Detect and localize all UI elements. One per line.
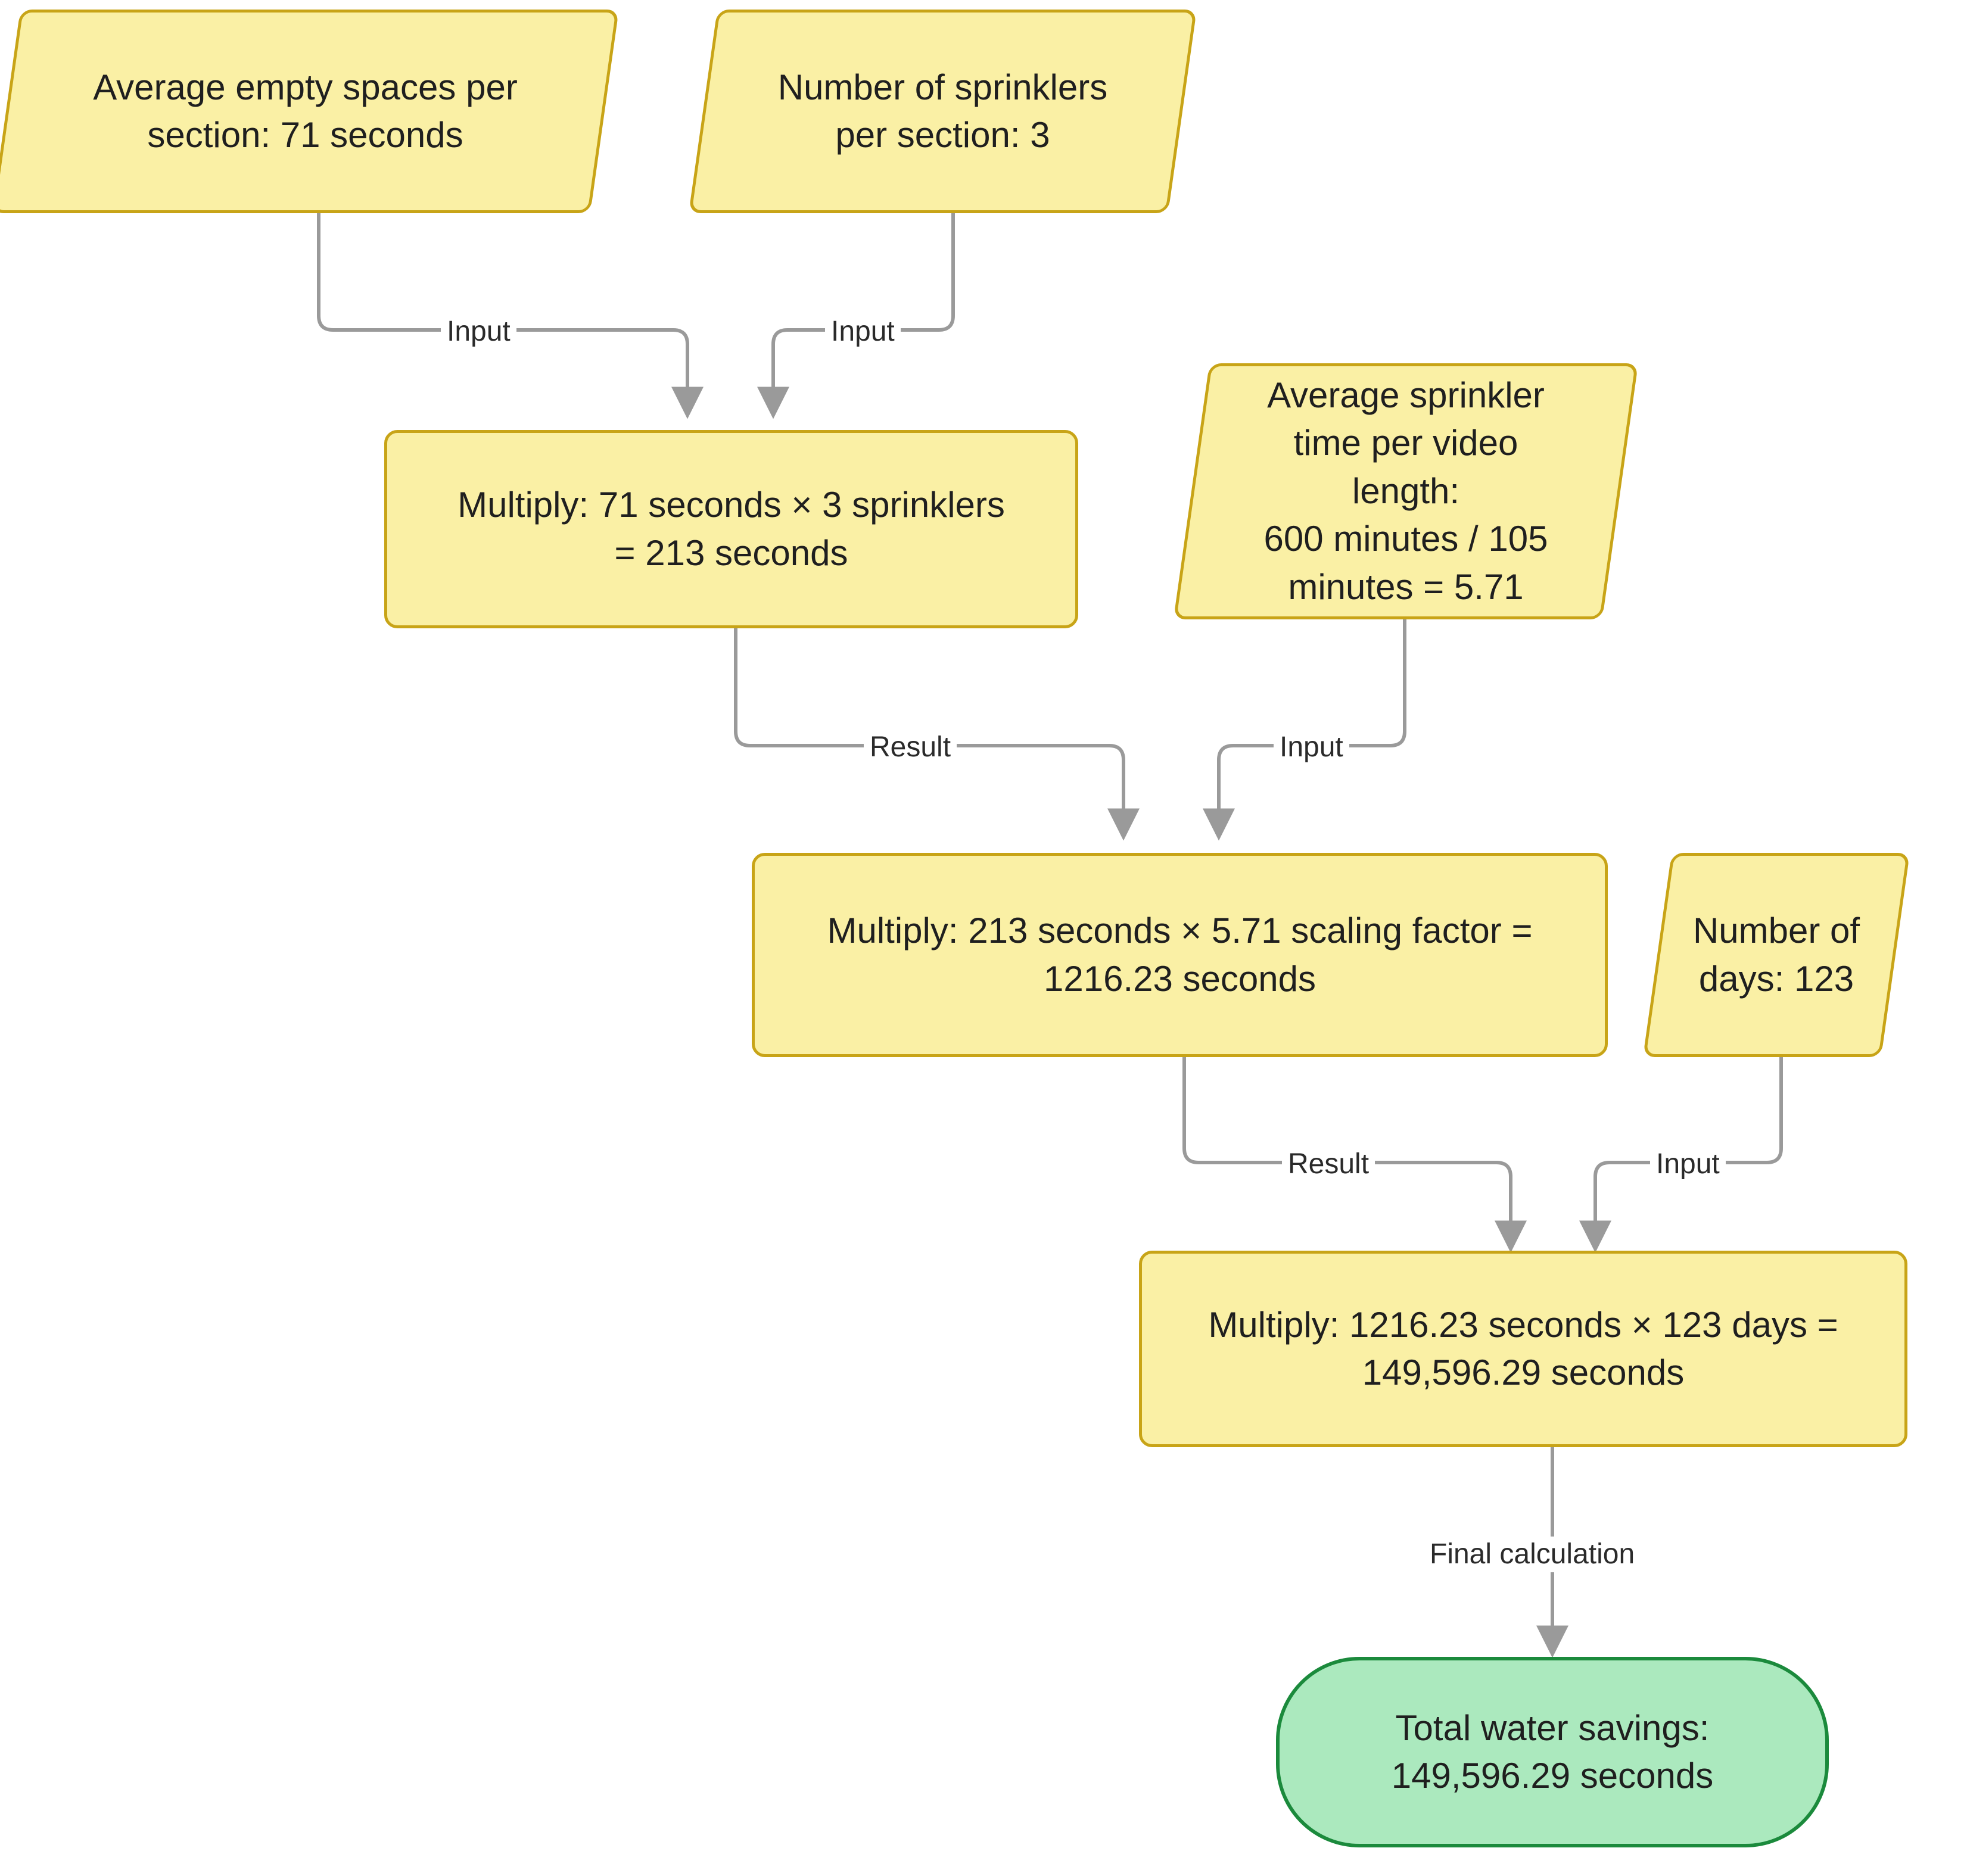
edge-label-input-sprinkler-time: Input — [1274, 730, 1349, 765]
label-line: Number of sprinklers — [777, 67, 1108, 107]
node-average-empty-spaces[interactable]: Average empty spaces per section: 71 sec… — [0, 10, 620, 213]
label-line: Multiply: 71 seconds × 3 sprinklers — [457, 485, 1005, 525]
label-line: section: 71 seconds — [147, 115, 463, 155]
label-line: = 213 seconds — [614, 532, 848, 573]
label-line: 600 minutes / 105 — [1263, 519, 1548, 559]
edge-input-sprinkler-time — [1203, 619, 1406, 841]
label-line: per section: 3 — [835, 115, 1050, 155]
node-total-water-savings[interactable]: Total water savings: 149,596.29 seconds — [1276, 1657, 1829, 1847]
node-label-multiply-3: Multiply: 1216.23 seconds × 123 days = 1… — [1208, 1301, 1838, 1397]
label-line: time per video — [1293, 423, 1518, 463]
node-multiply-3[interactable]: Multiply: 1216.23 seconds × 123 days = 1… — [1139, 1251, 1907, 1447]
edge-input-num-sprinklers — [757, 213, 955, 419]
node-label-average-empty-spaces: Average empty spaces per section: 71 sec… — [69, 64, 541, 160]
node-number-of-sprinklers[interactable]: Number of sprinklers per section: 3 — [688, 10, 1197, 213]
label-line: 1216.23 seconds — [1043, 958, 1316, 999]
label-line: 149,596.29 seconds — [1391, 1756, 1714, 1796]
node-label-number-of-days: Number of days: 123 — [1669, 907, 1884, 1003]
edge-label-result-multiply1: Result — [864, 730, 957, 765]
label-line: 149,596.29 seconds — [1362, 1353, 1685, 1392]
node-average-sprinkler-time[interactable]: Average sprinkler time per video length:… — [1173, 363, 1639, 619]
node-label-multiply-1: Multiply: 71 seconds × 3 sprinklers = 21… — [457, 481, 1005, 577]
edge-label-final-calculation: Final calculation — [1424, 1537, 1641, 1572]
label-line: Multiply: 1216.23 seconds × 123 days = — [1208, 1304, 1838, 1345]
edge-label-input-num-days: Input — [1650, 1146, 1726, 1182]
label-line: Number of — [1692, 911, 1860, 951]
edge-label-result-multiply2: Result — [1282, 1146, 1375, 1182]
node-multiply-2[interactable]: Multiply: 213 seconds × 5.71 scaling fac… — [752, 853, 1608, 1057]
label-line: days: 123 — [1698, 958, 1854, 999]
node-label-number-of-sprinklers: Number of sprinklers per section: 3 — [754, 64, 1132, 160]
label-line: length: — [1352, 470, 1460, 511]
edge-label-input-empty-spaces: Input — [441, 314, 516, 350]
node-label-average-sprinkler-time: Average sprinkler time per video length:… — [1240, 372, 1572, 611]
node-number-of-days[interactable]: Number of days: 123 — [1642, 853, 1910, 1057]
label-line: minutes = 5.71 — [1288, 566, 1524, 607]
label-line: Total water savings: — [1395, 1707, 1710, 1748]
label-line: Average empty spaces per — [93, 67, 518, 107]
node-multiply-1[interactable]: Multiply: 71 seconds × 3 sprinklers = 21… — [384, 430, 1078, 628]
label-line: Average sprinkler — [1267, 375, 1545, 416]
label-line: Multiply: 213 seconds × 5.71 scaling fac… — [827, 911, 1533, 951]
node-label-multiply-2: Multiply: 213 seconds × 5.71 scaling fac… — [827, 907, 1532, 1003]
node-label-total-water-savings: Total water savings: 149,596.29 seconds — [1392, 1704, 1713, 1800]
edge-label-input-num-sprinklers: Input — [825, 314, 901, 350]
edge-input-empty-spaces — [317, 213, 704, 419]
